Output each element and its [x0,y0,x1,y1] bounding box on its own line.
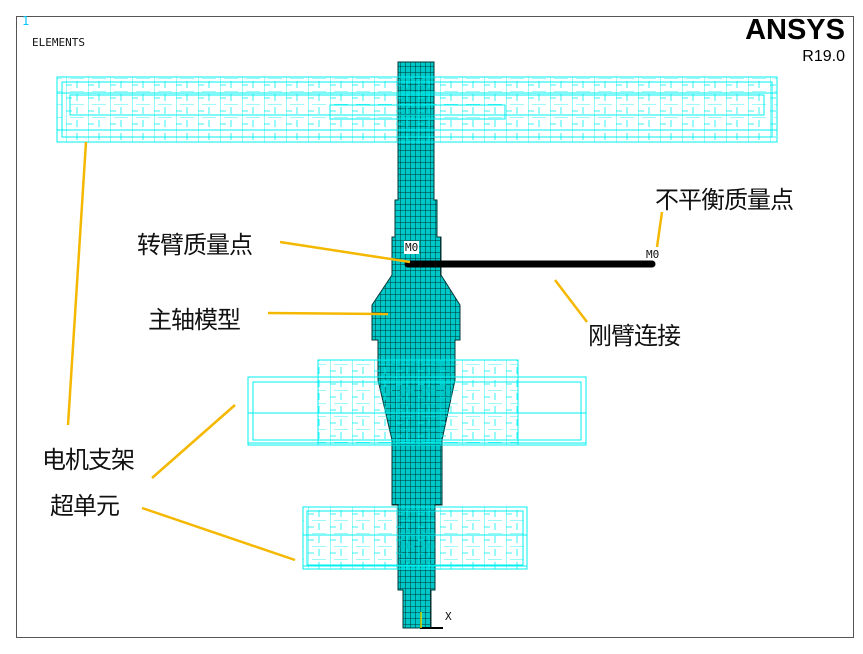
label-arm-mass-point: 转臂质量点 [137,231,253,259]
superelement-lower [302,506,528,570]
plot-type-label: ELEMENTS [32,36,85,49]
ansys-logo: ANSYS [745,14,845,46]
leader-rigid-arm [554,279,588,323]
motor-bracket-middle [247,359,587,446]
label-motor-bracket: 电机支架 [42,446,135,474]
label-spindle-model: 主轴模型 [148,306,241,334]
version-label: R19.0 [802,48,845,65]
label-unbalanced-mass-point: 不平衡质量点 [655,186,794,214]
leader-arm-mass [279,240,411,264]
coordinate-triad [420,612,443,629]
label-superelement: 超单元 [50,492,120,520]
leader-unbalanced-mass [655,211,664,248]
leader-spindle [267,311,389,316]
leader-superelement [141,506,296,562]
window-number: 1 [22,14,30,28]
label-rigid-arm-connection: 刚臂连接 [588,322,681,350]
mass-label-unbalanced: M0 [646,248,660,261]
motor-bracket-top [56,76,778,143]
mass-label-arm: M0 [404,241,420,254]
triad-x-label: X [445,610,452,623]
leader-motor-bracket-mid [151,404,236,479]
leader-motor-bracket-top [66,141,88,426]
